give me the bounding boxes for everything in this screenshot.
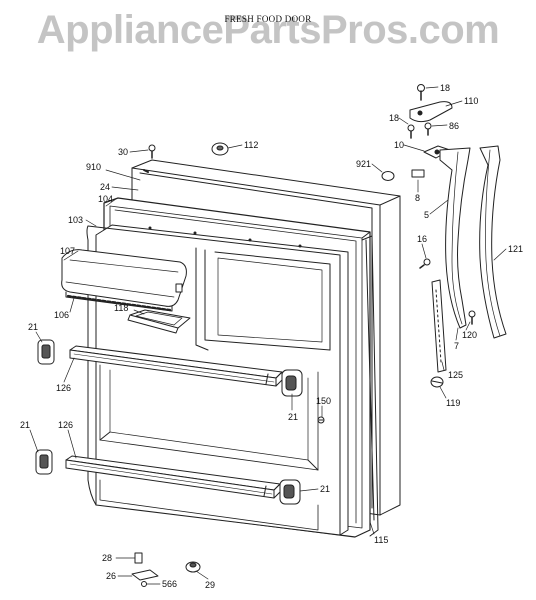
callout-566: 566	[162, 579, 177, 589]
screw-16	[419, 258, 431, 269]
callout-910: 910	[86, 162, 101, 172]
callout-18b: 18	[389, 113, 399, 123]
callout-110: 110	[464, 96, 478, 106]
callout-126b: 126	[58, 420, 73, 430]
shelf-end-cap-right-lower	[279, 479, 301, 505]
dairy-door	[61, 249, 187, 312]
callout-7: 7	[454, 341, 459, 351]
handle-5	[439, 147, 471, 329]
door-stop-125	[431, 279, 447, 373]
screw-566	[141, 581, 147, 587]
screw-120	[468, 310, 476, 325]
callout-21d: 21	[320, 484, 330, 494]
callout-26: 26	[106, 571, 116, 581]
callout-150: 150	[316, 396, 331, 406]
shelf-end-cap-left-upper	[37, 339, 55, 365]
screw-18-second	[407, 124, 415, 139]
callout-118: 118	[114, 303, 128, 313]
callout-921: 921	[356, 159, 371, 169]
callout-120: 120	[462, 330, 477, 340]
callout-106: 106	[54, 310, 69, 320]
callout-21c: 21	[20, 420, 30, 430]
callout-24: 24	[100, 182, 110, 192]
callout-10: 10	[394, 140, 404, 150]
callout-107: 107	[60, 246, 75, 256]
diagram-title: FRESH FOOD DOOR	[224, 14, 312, 24]
plug-112	[211, 142, 229, 156]
hinge-110	[409, 101, 453, 123]
callout-5: 5	[424, 210, 429, 220]
callout-21b: 21	[288, 412, 298, 422]
callout-8: 8	[415, 193, 420, 203]
plug-921	[381, 171, 395, 181]
screw-150	[317, 416, 325, 424]
callout-29: 29	[205, 580, 215, 590]
tray-118	[127, 309, 191, 334]
callout-125: 125	[448, 370, 463, 380]
bushing-119	[430, 376, 444, 388]
callout-121: 121	[508, 244, 523, 254]
callout-86: 86	[449, 121, 459, 131]
screw-30	[148, 144, 156, 159]
shelf-end-cap-left-lower	[35, 449, 53, 475]
handle-trim-121	[479, 145, 507, 339]
callout-30: 30	[118, 147, 128, 157]
callout-28: 28	[102, 553, 112, 563]
clip-8	[411, 169, 425, 178]
callout-119: 119	[446, 398, 460, 408]
screw-18-top	[417, 84, 425, 101]
callout-103: 103	[68, 215, 83, 225]
leader-lines	[29, 86, 507, 585]
spring-28	[134, 552, 143, 564]
callout-104: 104	[98, 194, 113, 204]
cap-29	[185, 561, 201, 573]
callout-labels: 18 110 18 86 10 30 112 910 921 24 8 104 …	[20, 83, 523, 590]
callout-112: 112	[244, 140, 258, 150]
screw-86	[424, 122, 432, 136]
callout-21a: 21	[28, 322, 38, 332]
callout-126a: 126	[56, 383, 71, 393]
watermark-text: AppliancePartsPros.com	[36, 8, 500, 52]
callout-18a: 18	[440, 83, 450, 93]
callout-115: 115	[374, 535, 388, 545]
shelf-end-cap-right-upper	[281, 369, 303, 397]
callout-16: 16	[417, 234, 427, 244]
bracket-26	[131, 569, 159, 581]
